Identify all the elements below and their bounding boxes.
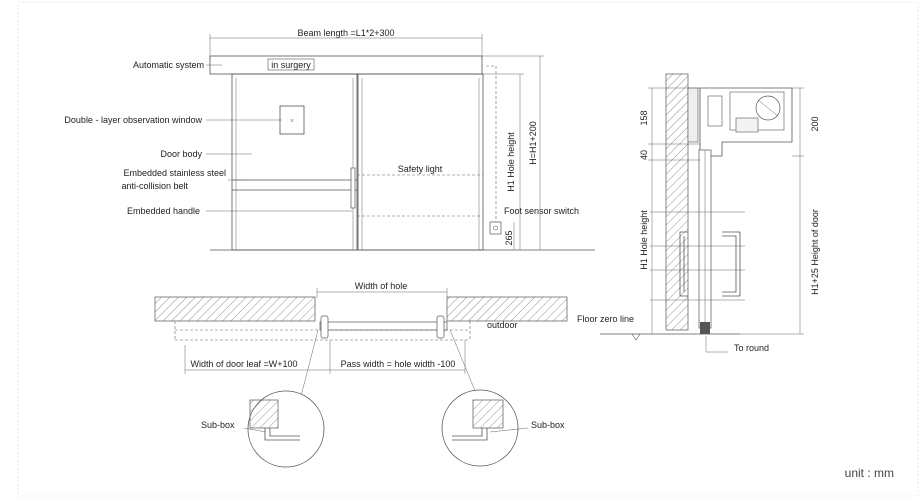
door-leaf-width-label: Width of door leaf =W+100 — [190, 359, 297, 369]
foot-sensor-switch — [489, 221, 502, 235]
handle-label: Embedded handle — [127, 206, 200, 216]
to-round-label: To round — [734, 343, 769, 353]
section-hole-height-label: H1 Hole height — [639, 210, 649, 270]
door-leaf-right — [357, 73, 484, 251]
automatic-system-label: Automatic system — [133, 60, 204, 70]
handle-section-left — [679, 231, 688, 297]
beam-length-label: Beam length =L1*2+300 — [297, 28, 394, 38]
total-height-label: H=H1+200 — [528, 121, 538, 165]
belt-label-line1: Embedded stainless steel — [123, 168, 226, 178]
in-surgery-text: in surgery — [271, 60, 311, 70]
pass-width-label: Pass width = hole width -100 — [341, 359, 456, 369]
plan-view: Width of hole outdoor Width of door leaf… — [154, 281, 568, 468]
door-leaf-plan — [319, 321, 448, 331]
floor-guide — [700, 322, 710, 334]
handle-section-right — [722, 231, 741, 297]
section-view: Floor zero line 158 40 H1 Hole height 20… — [577, 73, 820, 353]
beam-header — [209, 55, 483, 75]
page-frame — [17, 1, 919, 497]
dim-158-label: 158 — [639, 110, 649, 125]
dim-200-label: 200 — [810, 116, 820, 131]
embedded-handle — [350, 167, 356, 209]
safety-light-label: Safety light — [398, 164, 443, 174]
wall-right — [446, 296, 568, 322]
width-of-hole-label: Width of hole — [355, 281, 408, 291]
dim-40-label: 40 — [639, 150, 649, 160]
hole-height-label: H1 Hole height — [506, 132, 516, 192]
sub-box-left-label: Sub-box — [201, 420, 235, 430]
dim-265-label: 265 — [504, 230, 514, 245]
floor-zero-label: Floor zero line — [577, 314, 634, 324]
section-wall — [665, 73, 689, 331]
handle-plan-right — [436, 315, 445, 339]
belt-label-line2: anti-collision belt — [121, 181, 188, 191]
sub-box-right-label: Sub-box — [531, 420, 565, 430]
in-surgery-sign — [267, 58, 315, 71]
observation-window-label: Double - layer observation window — [64, 115, 202, 125]
wall-left — [154, 296, 316, 322]
door-height-label: H1+25 Height of door — [810, 209, 820, 295]
door-leaf-left — [231, 73, 358, 251]
door-body-label: Door body — [160, 149, 202, 159]
outdoor-label: outdoor — [487, 320, 518, 330]
unit-label: unit : mm — [844, 466, 894, 480]
front-elevation: Beam length =L1*2+300 in surgery × Safet… — [64, 28, 595, 251]
foot-sensor-label: Foot sensor switch — [504, 206, 579, 216]
handle-plan-left — [320, 315, 329, 339]
window-cross-icon: × — [290, 118, 294, 125]
